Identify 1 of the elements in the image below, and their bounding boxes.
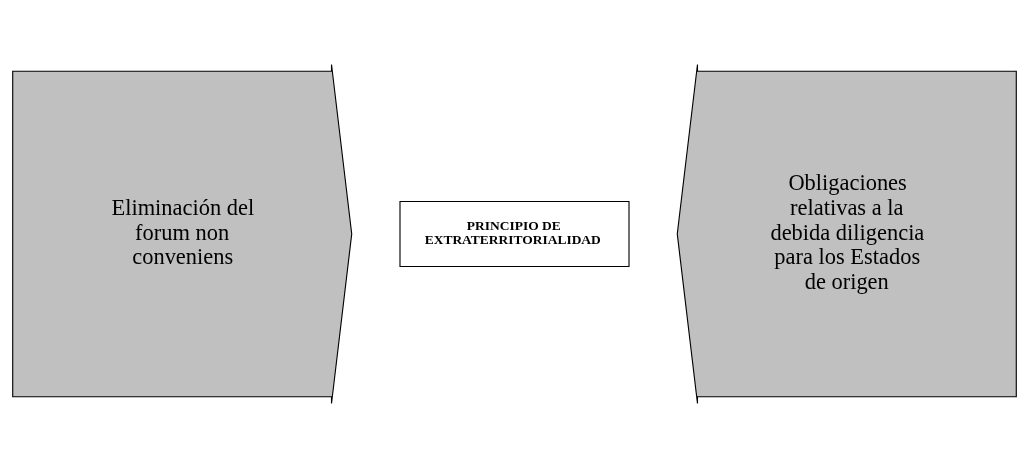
node-box: PRINCIPIO DE EXTRATERRITORIALIDAD <box>399 200 630 268</box>
